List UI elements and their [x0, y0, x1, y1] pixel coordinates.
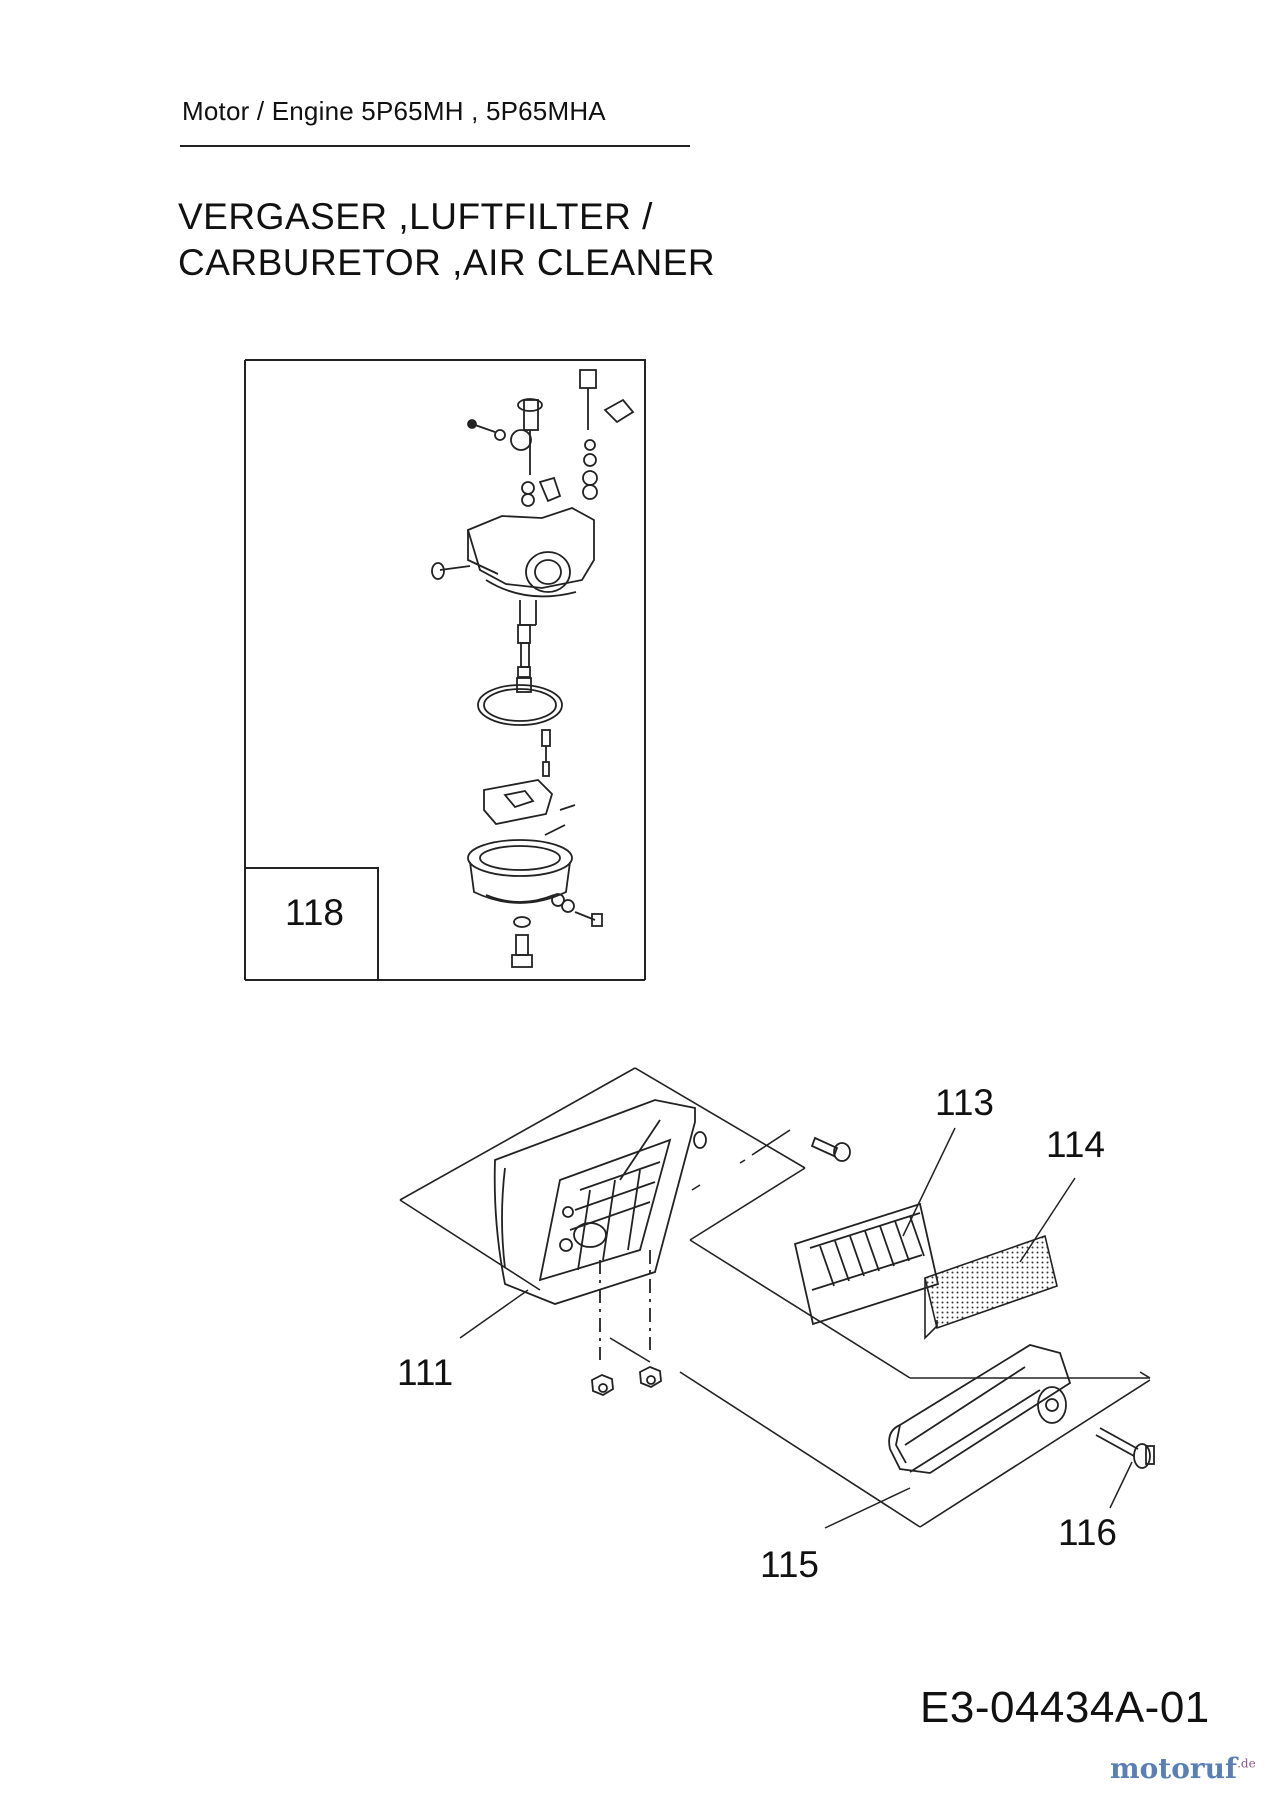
page-title-de: VERGASER ,LUFTFILTER / [178, 196, 653, 237]
drawing-number: E3-04434A-01 [920, 1683, 1210, 1732]
watermark-brand: motoruf [1110, 1752, 1238, 1785]
engine-model-header: Motor / Engine 5P65MH , 5P65MHA [182, 96, 606, 126]
carburetor-assembly-box [244, 359, 646, 981]
watermark-tld: .de [1237, 1756, 1256, 1771]
cover-knob-bolt-116 [1095, 1427, 1155, 1469]
carburetor-parts [431, 369, 635, 968]
callout-116: 116 [1058, 1512, 1117, 1553]
air-cleaner-assembly-outline [399, 1067, 1151, 1528]
foam-prefilter-114 [924, 1234, 1058, 1340]
watermark-logo: motoruf.de [1110, 1752, 1256, 1785]
callout-111: 111 [397, 1352, 454, 1393]
callout-leaders [459, 1127, 1133, 1529]
callout-113: 113 [935, 1082, 994, 1123]
page-title-en: CARBURETOR ,AIR CLEANER [178, 242, 716, 283]
callout-115: 115 [760, 1544, 819, 1585]
case-nuts [591, 1250, 662, 1397]
callout-118: 118 [285, 892, 344, 933]
header-underline [180, 145, 690, 147]
callout-114: 114 [1046, 1124, 1105, 1165]
case-mount-bolt [810, 1136, 851, 1162]
pleated-filter-113 [793, 1202, 940, 1326]
air-cleaner-case [493, 1099, 707, 1305]
air-cleaner-cover-115 [888, 1344, 1072, 1474]
